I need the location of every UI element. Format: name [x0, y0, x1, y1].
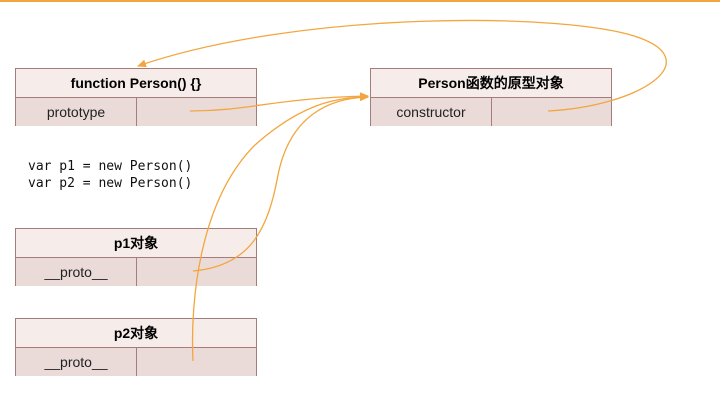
- p2-object-row: __proto__: [16, 348, 256, 376]
- top-rule: [0, 0, 720, 2]
- p1-object-box: p1对象 __proto__: [15, 228, 257, 286]
- prototype-object-title: Person函数的原型对象: [371, 69, 611, 98]
- person-function-title: function Person() {}: [16, 69, 256, 98]
- code-block: var p1 = new Person() var p2 = new Perso…: [28, 158, 192, 192]
- p2-object-title: p2对象: [16, 319, 256, 348]
- p1-proto-label: __proto__: [16, 258, 137, 286]
- p2-proto-label: __proto__: [16, 348, 137, 376]
- code-line-p2: var p2 = new Person(): [28, 176, 193, 191]
- p1-object-row: __proto__: [16, 258, 256, 286]
- p2-object-box: p2对象 __proto__: [15, 318, 257, 376]
- constructor-to-person-arrow: [137, 19, 667, 112]
- p2-proto-to-proto-object-arrow: [191, 93, 369, 362]
- prototype-object-box: Person函数的原型对象 constructor: [370, 68, 612, 126]
- constructor-label: constructor: [371, 98, 492, 126]
- person-function-box: function Person() {} prototype: [15, 68, 257, 126]
- code-line-p1: var p1 = new Person(): [28, 159, 193, 174]
- prototype-to-proto-object-arrow: [189, 92, 369, 112]
- p1-object-title: p1对象: [16, 229, 256, 258]
- prototype-object-row: constructor: [371, 98, 611, 126]
- person-function-row: prototype: [16, 98, 256, 126]
- p1-proto-to-proto-object-arrow: [192, 93, 369, 272]
- prototype-label: prototype: [16, 98, 137, 126]
